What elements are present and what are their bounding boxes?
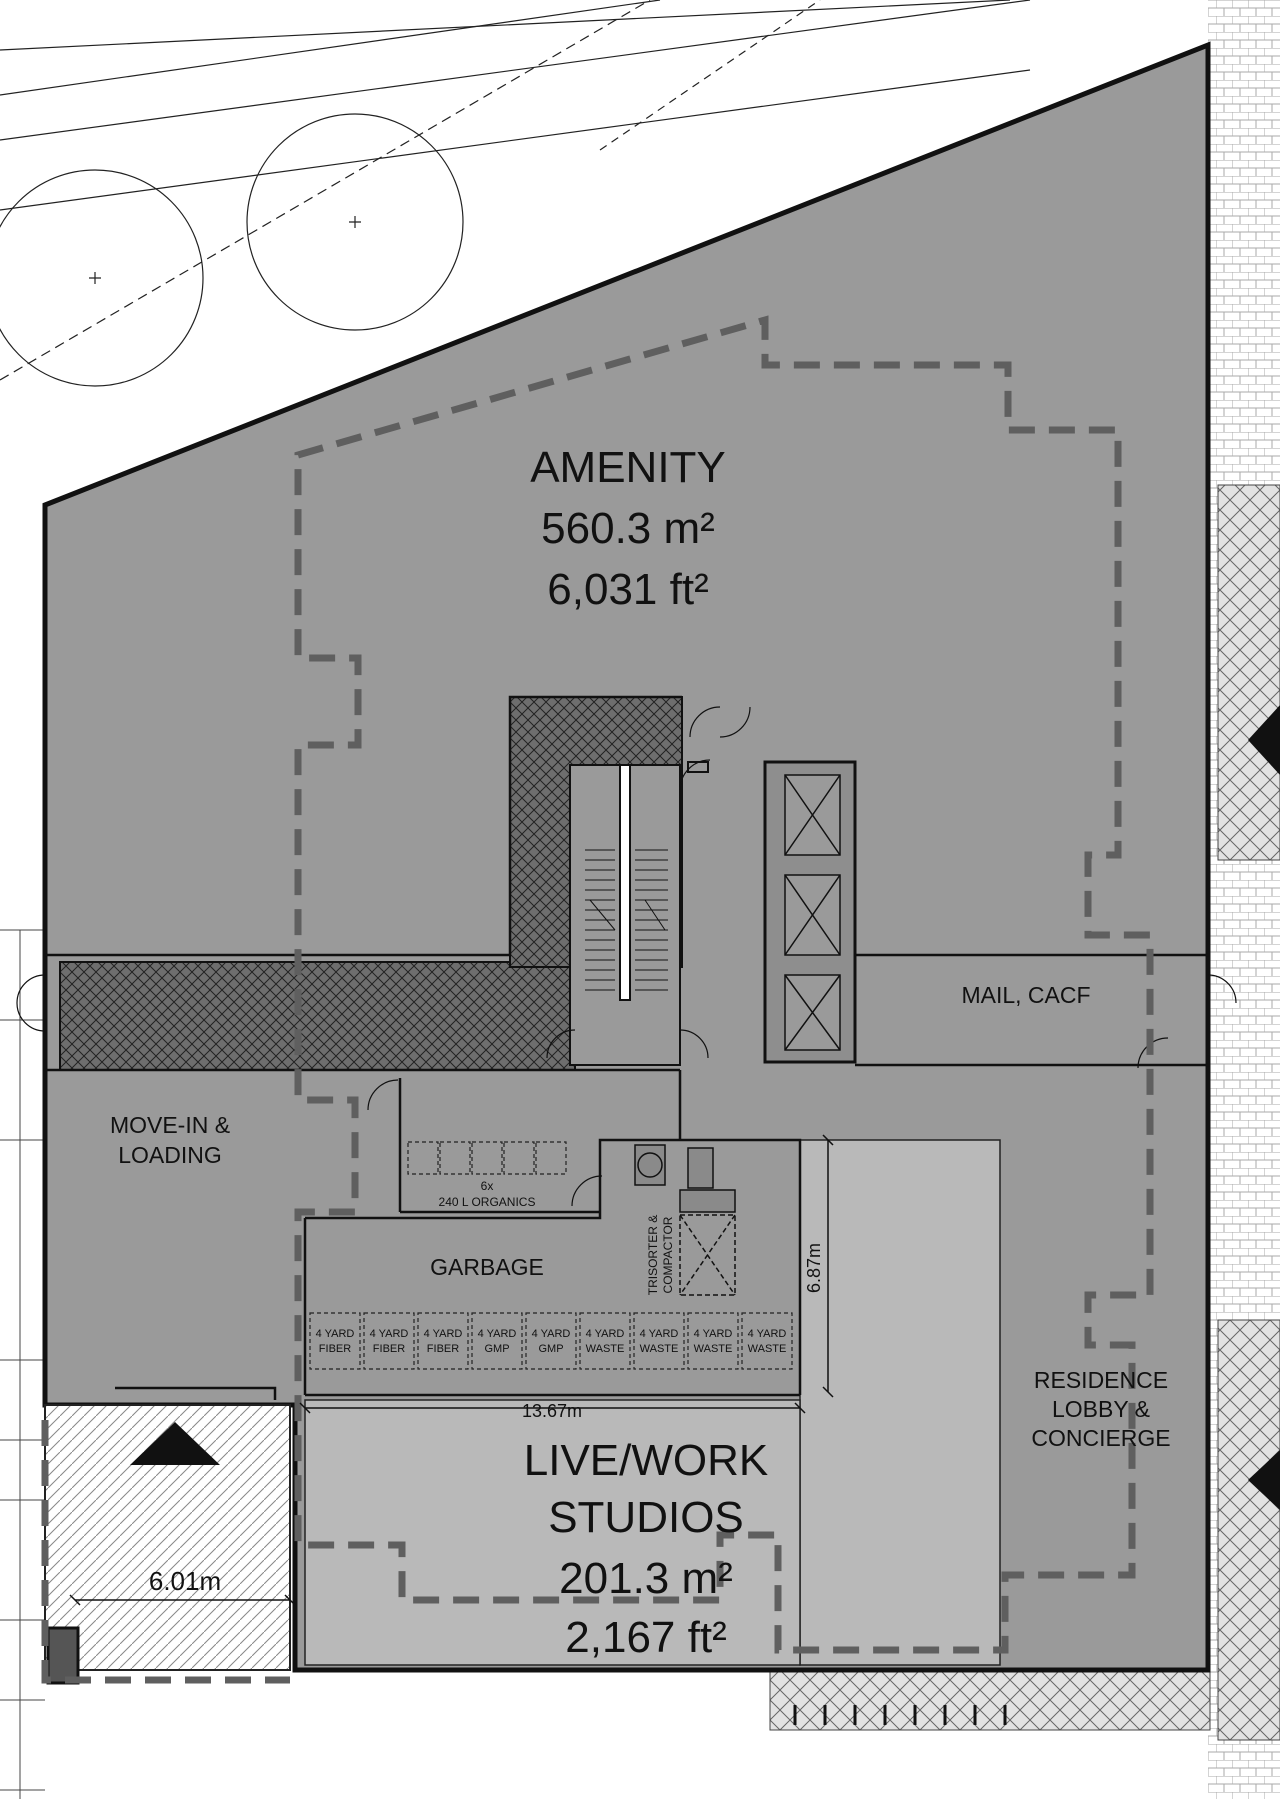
stair-treads	[585, 849, 668, 991]
bin-label: 4 YARD	[532, 1328, 571, 1340]
bin-type: GMP	[538, 1343, 563, 1355]
column-marker	[46, 1626, 80, 1685]
bin-label: 4 YARD	[370, 1328, 409, 1340]
live-work-area-ft2: 2,167 ft²	[565, 1613, 726, 1662]
amenity-area-m2: 560.3 m²	[541, 504, 715, 553]
entry-arrow-icon	[130, 1422, 220, 1465]
bin-box	[525, 1312, 577, 1370]
garbage-width-dimension: 13.67m	[522, 1401, 582, 1421]
bin-row: 4 YARD FIBER 4 YARD FIBER 4 YARD FIBER 4 YARD G…	[309, 1312, 793, 1370]
bin-box	[633, 1312, 685, 1370]
site-linework	[0, 929, 45, 1799]
bin-type: WASTE	[640, 1343, 679, 1355]
bin-label: 4 YARD	[478, 1328, 517, 1340]
entry-paving	[1217, 1319, 1280, 1741]
bin-label: 4 YARD	[640, 1328, 679, 1340]
residence-label: LOBBY &	[1052, 1396, 1150, 1422]
bin-type: WASTE	[694, 1343, 733, 1355]
bin-box	[417, 1312, 469, 1370]
bin-type: FIBER	[373, 1343, 405, 1355]
bin-type: FIBER	[427, 1343, 459, 1355]
bin-box	[363, 1312, 415, 1370]
residence-label: RESIDENCE	[1034, 1367, 1168, 1393]
organics-label: 240 L ORGANICS	[439, 1195, 536, 1209]
parking-boundary-line	[294, 315, 1154, 1654]
bin-type: FIBER	[319, 1343, 351, 1355]
live-work-area	[799, 1139, 1001, 1666]
garbage-depth-dimension: 6.87m	[804, 1243, 824, 1293]
amenity-label: AMENITY	[530, 443, 726, 492]
door-swing	[16, 706, 1237, 1207]
bin-label: 4 YARD	[694, 1328, 733, 1340]
bin-box	[741, 1312, 793, 1370]
trisorter-label: TRISORTER &	[646, 1215, 660, 1295]
bin-label: 4 YARD	[424, 1328, 463, 1340]
bottom-paving	[769, 1669, 1211, 1731]
entry-paving	[1217, 484, 1280, 861]
parking-boundary-line	[41, 1420, 290, 1684]
interior-walls	[45, 695, 1208, 1400]
site-linework	[0, 0, 1031, 381]
bin-type: GMP	[484, 1343, 509, 1355]
move-in-label: MOVE-IN &	[110, 1112, 230, 1138]
residence-label: CONCIERGE	[1031, 1425, 1170, 1451]
live-work-area-m2: 201.3 m²	[559, 1554, 733, 1603]
live-work-label: LIVE/WORK	[524, 1436, 769, 1485]
bin-box	[309, 1312, 361, 1370]
compactor	[634, 1144, 736, 1296]
bin-type: WASTE	[586, 1343, 625, 1355]
bin-label: 4 YARD	[316, 1328, 355, 1340]
live-work-label: STUDIOS	[548, 1493, 744, 1542]
organics-label: 6x	[481, 1179, 494, 1193]
entry-arrow-icon	[1248, 1450, 1280, 1510]
amenity-area-ft2: 6,031 ft²	[547, 565, 708, 614]
bin-label: 4 YARD	[748, 1328, 787, 1340]
move-in-label: LOADING	[118, 1142, 222, 1168]
bin-label: 4 YARD	[586, 1328, 625, 1340]
elevator-car	[784, 774, 841, 1051]
bin-box	[579, 1312, 631, 1370]
bin-box	[687, 1312, 739, 1370]
bin-box	[471, 1312, 523, 1370]
ramp-width-dimension: 6.01m	[149, 1566, 221, 1596]
garbage-label: GARBAGE	[430, 1254, 544, 1280]
bin-type: WASTE	[748, 1343, 787, 1355]
tree-icon	[0, 113, 464, 387]
bollards	[793, 1705, 1007, 1725]
trisorter-label: COMPACTOR	[661, 1216, 675, 1293]
organics-bins	[407, 1141, 567, 1175]
dimension-line	[69, 1134, 834, 1606]
mail-label: MAIL, CACF	[961, 982, 1090, 1008]
entry-arrow-icon	[1248, 705, 1280, 775]
